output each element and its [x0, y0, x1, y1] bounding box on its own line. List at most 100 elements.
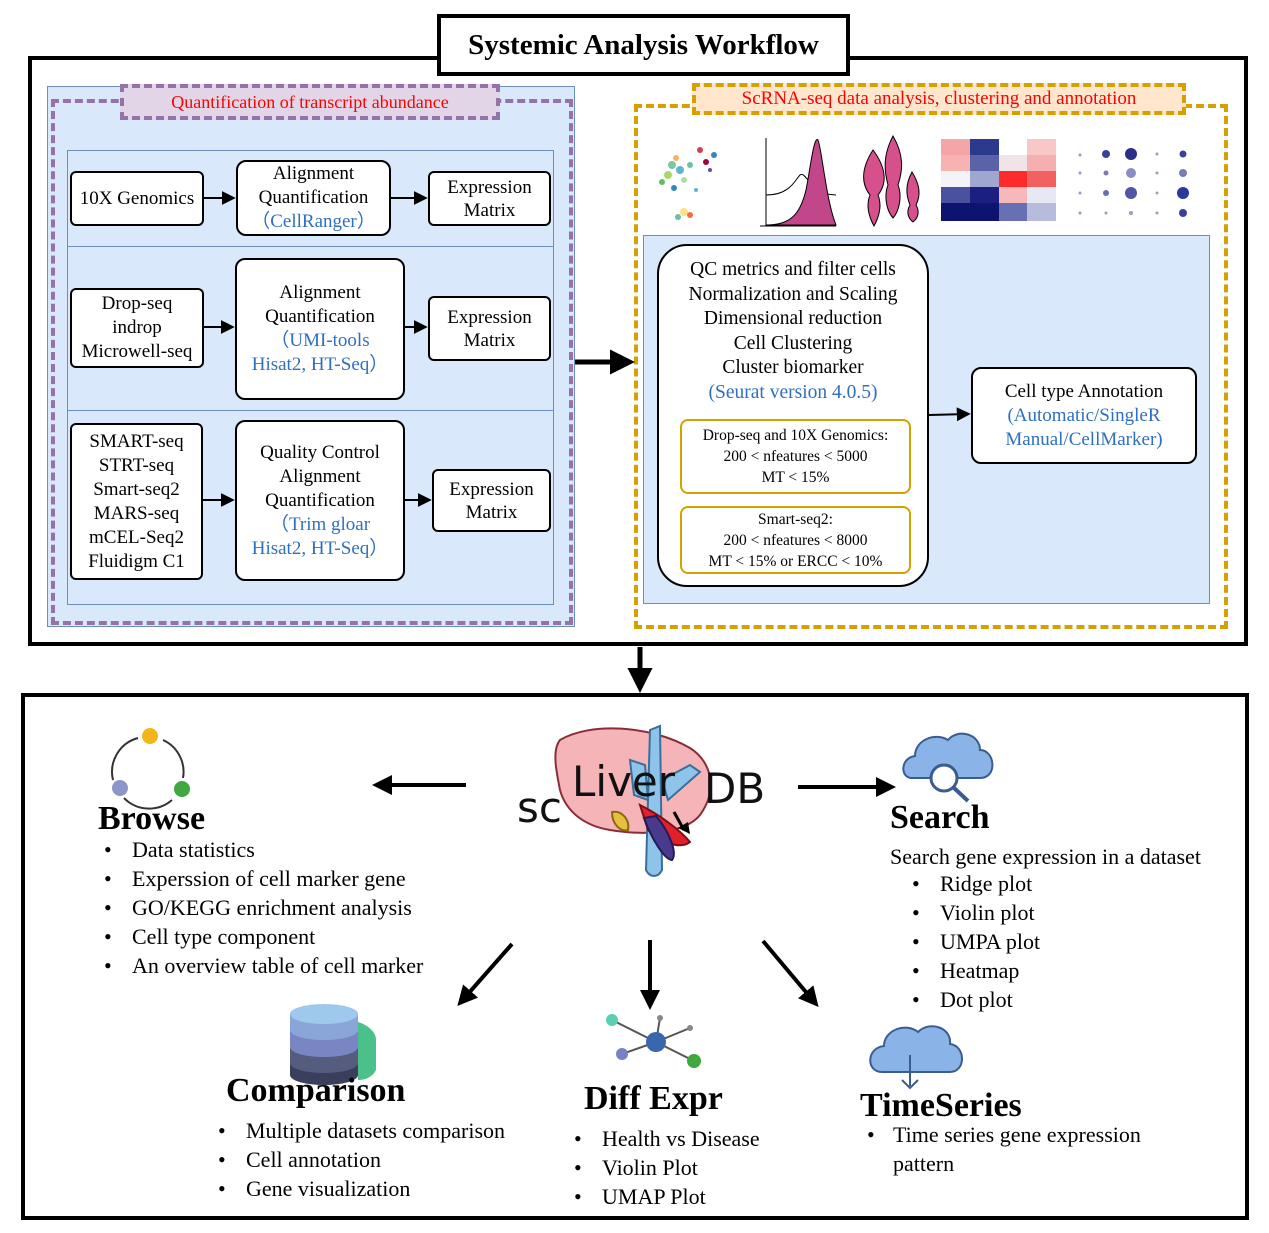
source-label: 10X Genomics: [79, 187, 195, 209]
seurat-version: (Seurat version 4.0.5): [708, 381, 878, 403]
source-label: Fluidigm C1: [88, 550, 185, 572]
filter-line: 200 < nfeatures < 5000: [723, 448, 868, 465]
list-item: •Time series gene expression: [867, 1122, 1141, 1147]
violin-plot-thumbnail: [863, 134, 920, 228]
source-label: Smart-seq2: [93, 478, 180, 500]
browse-feature-list: Data statistics Experssion of cell marke…: [104, 835, 423, 980]
list-item: Ridge plot: [912, 869, 1040, 898]
process-box-smartseq: Quality Control Alignment Quantification…: [235, 420, 405, 581]
list-item: Cell annotation: [218, 1145, 505, 1174]
tool-name: （UMI-tools: [270, 330, 370, 351]
process-step: Quantification: [258, 187, 369, 208]
search-title: Search: [890, 799, 990, 836]
list-item: Experssion of cell marker gene: [104, 864, 423, 893]
output-label: Matrix: [465, 501, 518, 523]
source-label: MARS-seq: [93, 502, 180, 524]
liver-illustration: [554, 724, 712, 877]
annotation-title: Cell type Annotation: [1004, 380, 1164, 402]
filter-box-smartseq2: Smart-seq2: 200 < nfeatures < 8000 MT < …: [680, 506, 911, 574]
comparison-feature-list: Multiple datasets comparison Cell annota…: [218, 1116, 505, 1203]
arrow-qc-to-annotation: [928, 407, 971, 422]
output-label: Expression: [447, 306, 532, 328]
process-step: Alignment: [279, 282, 361, 303]
list-item: An overview table of cell marker: [104, 951, 423, 980]
qc-step: Dimensional reduction: [703, 308, 883, 330]
search-subtitle: Search gene expression in a dataset: [890, 844, 1201, 869]
browse-title: Browse: [98, 800, 206, 837]
annotation-method: (Automatic/SingleR: [1007, 404, 1161, 426]
list-item: Multiple datasets comparison: [218, 1116, 505, 1145]
filter-line: MT < 15%: [761, 469, 830, 486]
list-item: Violin Plot: [574, 1153, 760, 1182]
list-item: Heatmap: [912, 956, 1040, 985]
list-item: UMAP Plot: [574, 1182, 760, 1211]
logo-main: Liver: [572, 757, 676, 806]
process-step: Quantification: [265, 489, 375, 511]
database-frame: [21, 693, 1249, 1220]
process-box-dropseq: Alignment Quantification （UMI-tools Hisa…: [235, 258, 405, 400]
tool-name: （Trim gloar: [269, 513, 371, 535]
browse-icon: [111, 728, 190, 810]
source-label: STRT-seq: [98, 454, 175, 476]
workflow-title: Systemic Analysis Workflow: [437, 14, 850, 76]
flow-arrows: [203, 191, 971, 507]
tool-name: （CellRanger）: [251, 211, 376, 232]
list-item: Dot plot: [912, 985, 1040, 1014]
logo-suffix: DB: [704, 764, 766, 813]
list-item: UMPA plot: [912, 927, 1040, 956]
process-box-10x: Alignment Quantification （CellRanger）: [236, 160, 391, 236]
arrow-to-comparison: [457, 942, 514, 1007]
annotation-method: Manual/CellMarker): [1005, 428, 1163, 450]
source-label: Microwell-seq: [81, 341, 193, 362]
dot-plot-thumbnail: [1078, 148, 1189, 217]
scrna-label: ScRNA-seq data analysis, clustering and …: [692, 83, 1186, 115]
logo-prefix: sc: [517, 783, 562, 832]
output-label: Expression: [447, 176, 532, 198]
database-stack-icon: [290, 1004, 376, 1085]
filter-line: 200 < nfeatures < 8000: [723, 531, 868, 549]
output-label: Expression: [449, 478, 534, 500]
source-label: SMART-seq: [89, 430, 184, 452]
heatmap-thumbnail: [941, 139, 1056, 221]
timeseries-feature-list: •Time series gene expression pattern: [867, 1120, 1141, 1178]
source-label: Drop-seq: [101, 293, 173, 314]
source-box-smartseq: SMART-seq STRT-seq Smart-seq2 MARS-seq m…: [70, 423, 203, 580]
diff-expr-feature-list: Health vs Disease Violin Plot UMAP Plot: [574, 1124, 760, 1211]
filter-line: Drop-seq and 10X Genomics:: [702, 427, 889, 444]
source-label: indrop: [112, 317, 162, 338]
process-step: Quantification: [265, 306, 375, 327]
output-box-10x: Expression Matrix: [428, 171, 551, 226]
search-feature-list: Ridge plot Violin plot UMPA plot Heatmap…: [912, 869, 1040, 1014]
filter-line: Smart-seq2:: [758, 510, 833, 528]
list-item: Cell type component: [104, 922, 423, 951]
qc-step: Normalization and Scaling: [688, 283, 898, 305]
process-step: Alignment: [279, 465, 361, 487]
list-item: Health vs Disease: [574, 1124, 760, 1153]
ridge-plot-thumbnail: [760, 138, 837, 227]
list-item: Data statistics: [104, 835, 423, 864]
output-label: Matrix: [463, 199, 516, 221]
cloud-download-icon: [869, 1025, 963, 1090]
output-box-dropseq: Expression Matrix: [428, 296, 551, 361]
quantification-label: Quantification of transcript abundance: [120, 84, 500, 120]
qc-steps-list: QC metrics and filter cells Normalizatio…: [657, 258, 929, 406]
output-label: Matrix: [463, 329, 516, 351]
cloud-search-icon: [902, 732, 994, 803]
source-box-10x: 10X Genomics: [70, 171, 204, 226]
filter-line: MT < 15% or ERCC < 10%: [708, 552, 883, 570]
output-box-smartseq: Expression Matrix: [432, 469, 551, 532]
list-item: Gene visualization: [218, 1174, 505, 1203]
arrow-to-timeseries: [761, 939, 819, 1008]
qc-step: Cluster biomarker: [722, 357, 864, 379]
qc-step: QC metrics and filter cells: [690, 259, 896, 280]
source-label: mCEL-Seq2: [89, 526, 184, 548]
list-item: GO/KEGG enrichment analysis: [104, 893, 423, 922]
source-box-dropseq: Drop-seq indrop Microwell-seq: [70, 288, 204, 368]
cell-type-annotation-box: Cell type Annotation (Automatic/SingleR …: [971, 367, 1197, 464]
comparison-title: Comparison: [226, 1072, 406, 1109]
tool-name: Hisat2, HT-Seq）: [251, 537, 389, 559]
network-icon: [606, 1014, 701, 1068]
database-arrows: [372, 775, 896, 1010]
tool-name: Hisat2, HT-Seq）: [251, 354, 389, 375]
